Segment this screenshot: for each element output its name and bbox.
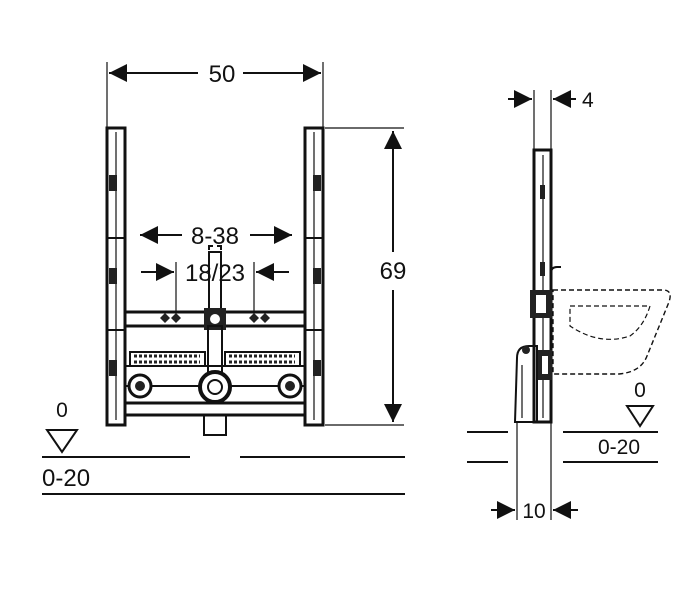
left-bracket — [129, 351, 206, 367]
bottom-depth-label: 10 — [522, 500, 545, 523]
width-dimension: 50 — [106, 61, 324, 130]
mounting-bolts-left — [160, 313, 181, 323]
front-floor-range-label: 0-20 — [42, 465, 90, 492]
front-floor-level-label: 0 — [56, 399, 68, 422]
lower-crossbar — [123, 401, 307, 417]
spacing-label: 18/23 — [185, 260, 245, 287]
depth-label: 4 — [582, 89, 594, 112]
adjust-range-label: 8-38 — [191, 223, 239, 250]
wc-outline — [552, 289, 671, 375]
front-view: 50 69 — [42, 61, 407, 495]
side-frame — [530, 148, 561, 424]
middle-crossbar — [124, 325, 306, 404]
floor-level-triangle-icon — [45, 429, 79, 454]
height-dimension: 69 — [325, 127, 407, 426]
depth-dimension: 4 — [508, 89, 594, 150]
front-floor: 0 0-20 — [42, 399, 405, 495]
waste-outlet — [198, 370, 232, 404]
waste-elbow — [513, 345, 538, 423]
side-floor: 0 0-20 — [467, 379, 658, 463]
left-fitting — [127, 373, 153, 399]
side-floor-level-triangle-icon — [625, 405, 655, 428]
bottom-depth-dimension: 10 — [491, 422, 578, 523]
right-fitting — [277, 373, 303, 399]
wc-bowl-outline — [569, 305, 651, 340]
drain-stub — [203, 414, 227, 436]
side-view: 4 0 0 — [467, 89, 671, 523]
right-bracket — [224, 351, 301, 367]
spacing-dimension: 18/23 — [141, 260, 289, 312]
side-floor-level-label: 0 — [634, 379, 646, 402]
height-label: 69 — [380, 258, 407, 285]
side-floor-range-label: 0-20 — [598, 436, 640, 459]
mounting-bolts-right — [249, 313, 270, 323]
left-upright — [105, 126, 127, 427]
width-label: 50 — [209, 61, 236, 88]
right-upright — [303, 126, 325, 427]
adjust-range-dimension: 8-38 — [140, 223, 292, 250]
